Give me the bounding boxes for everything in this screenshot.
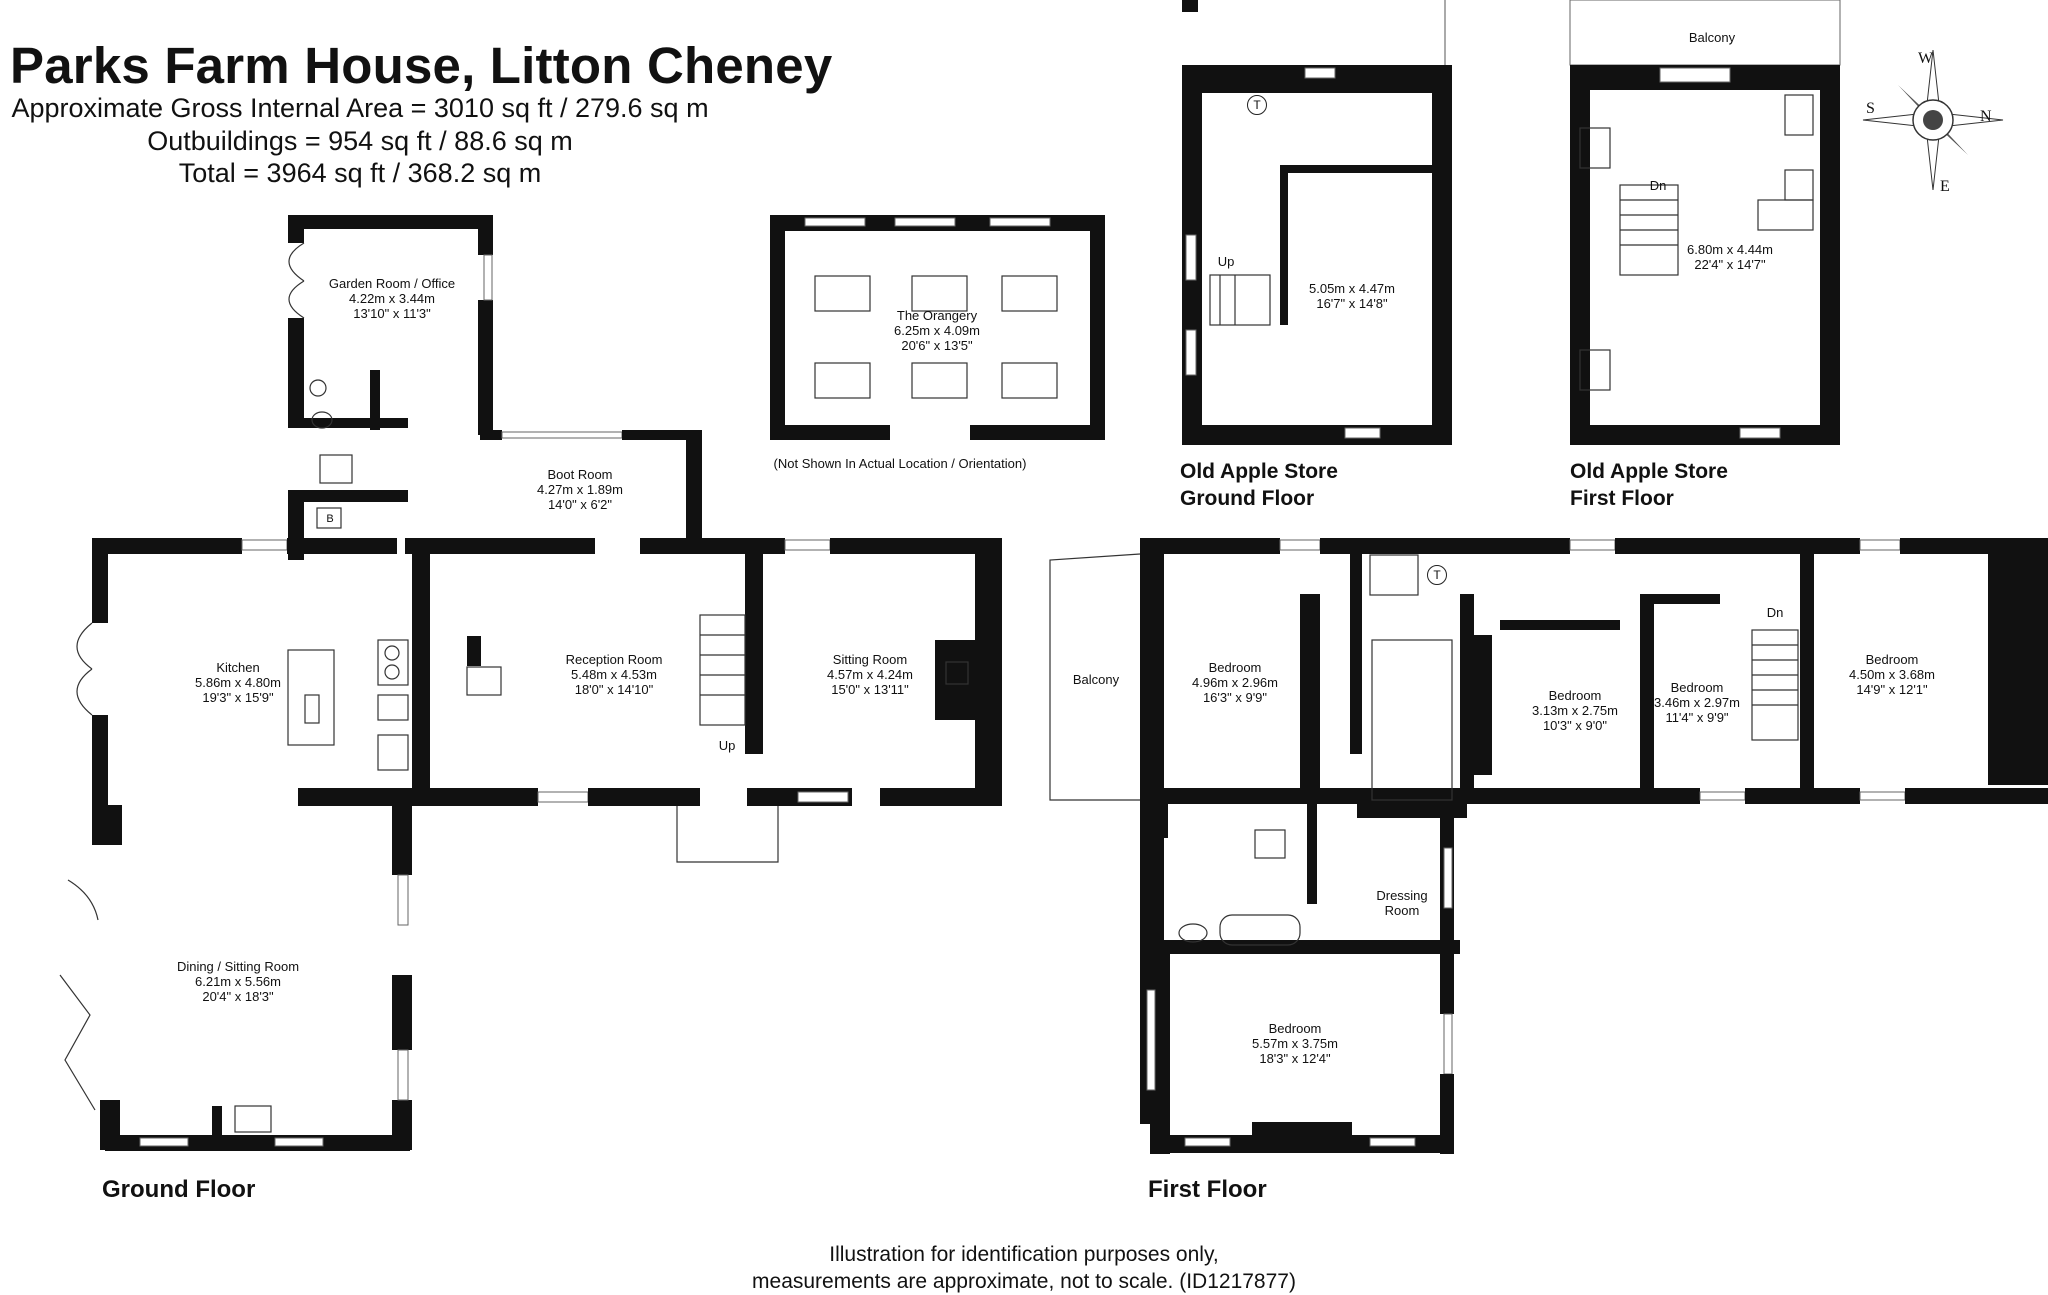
- orangery-walls: [770, 215, 1105, 440]
- apple-up-label: Up: [1217, 254, 1235, 269]
- reception-room-label: Reception Room 5.48m x 4.53m 18'0" x 14'…: [565, 652, 663, 697]
- disclaimer: Illustration for identification purposes…: [752, 1243, 1296, 1293]
- bedroom-5-label: Bedroom 5.57m x 3.75m 18'3" x 12'4": [1252, 1021, 1338, 1066]
- boiler-label: B: [326, 513, 334, 525]
- apple-store-ground-walls: [1182, 0, 1452, 445]
- apple-store-first-room-label: 6.80m x 4.44m 22'4" x 14'7": [1687, 242, 1773, 272]
- stairs-dn-label: Dn: [1766, 605, 1784, 620]
- orangery-label: The Orangery 6.25m x 4.09m 20'6" x 13'5": [894, 308, 980, 353]
- first-floor-walls: [1049, 538, 2048, 1154]
- tank-icon: T: [1247, 95, 1267, 115]
- dining-room-walls: [59, 805, 412, 1151]
- bedroom-1-label: Bedroom 4.96m x 2.96m 16'3" x 9'9": [1192, 660, 1278, 705]
- garden-room-label: Garden Room / Office 4.22m x 3.44m 13'10…: [328, 276, 456, 321]
- compass-s-letter: S: [1866, 100, 1875, 117]
- bedroom-3-label: Bedroom 3.46m x 2.97m 11'4" x 9'9": [1654, 680, 1740, 725]
- tank-icon: T: [1427, 565, 1447, 585]
- boot-room-walls: [288, 430, 702, 560]
- apple-store-ground-room-label: 5.05m x 4.47m 16'7" x 14'8": [1309, 281, 1395, 311]
- apple-store-first-walls: [1569, 0, 1841, 445]
- apple-dn-label: Dn: [1649, 178, 1667, 193]
- first-floor-label: First Floor: [1148, 1176, 1267, 1203]
- main-ground-walls: [76, 538, 1002, 863]
- balcony-first-label: Balcony: [1072, 672, 1120, 687]
- bedroom-4-label: Bedroom 4.50m x 3.68m 14'9" x 12'1": [1849, 652, 1935, 697]
- stairs-up-label: Up: [718, 738, 736, 753]
- bedroom-2-label: Bedroom 3.13m x 2.75m 10'3" x 9'0": [1532, 688, 1618, 733]
- total-area-text: Total = 3964 sq ft / 368.2 sq m: [178, 158, 542, 188]
- compass-n-letter: N: [1980, 108, 1992, 125]
- garden-room-walls: [288, 215, 493, 435]
- dining-room-label: Dining / Sitting Room 6.21m x 5.56m 20'4…: [176, 959, 300, 1004]
- outbuildings-area-text: Outbuildings = 954 sq ft / 88.6 sq m: [147, 126, 573, 156]
- boot-room-label: Boot Room 4.27m x 1.89m 14'0" x 6'2": [537, 467, 623, 512]
- dressing-room-label: Dressing Room: [1376, 888, 1428, 918]
- compass-w-letter: W: [1918, 50, 1934, 67]
- ground-floor-label: Ground Floor: [102, 1176, 256, 1203]
- compass-rose-icon: N S E W: [1858, 45, 2008, 195]
- gross-area-text: Approximate Gross Internal Area = 3010 s…: [11, 93, 709, 123]
- apple-store-first-label: Old Apple Store First Floor: [1570, 460, 1728, 510]
- kitchen-label: Kitchen 5.86m x 4.80m 19'3" x 15'9": [195, 660, 281, 705]
- sitting-room-label: Sitting Room 4.57m x 4.24m 15'0" x 13'11…: [827, 652, 913, 697]
- apple-store-ground-label: Old Apple Store Ground Floor: [1180, 460, 1338, 510]
- page-title: Parks Farm House, Litton Cheney: [10, 37, 833, 94]
- balcony-apple-label: Balcony: [1688, 30, 1736, 45]
- compass-e-letter: E: [1940, 178, 1950, 195]
- orangery-note: (Not Shown In Actual Location / Orientat…: [773, 456, 1027, 471]
